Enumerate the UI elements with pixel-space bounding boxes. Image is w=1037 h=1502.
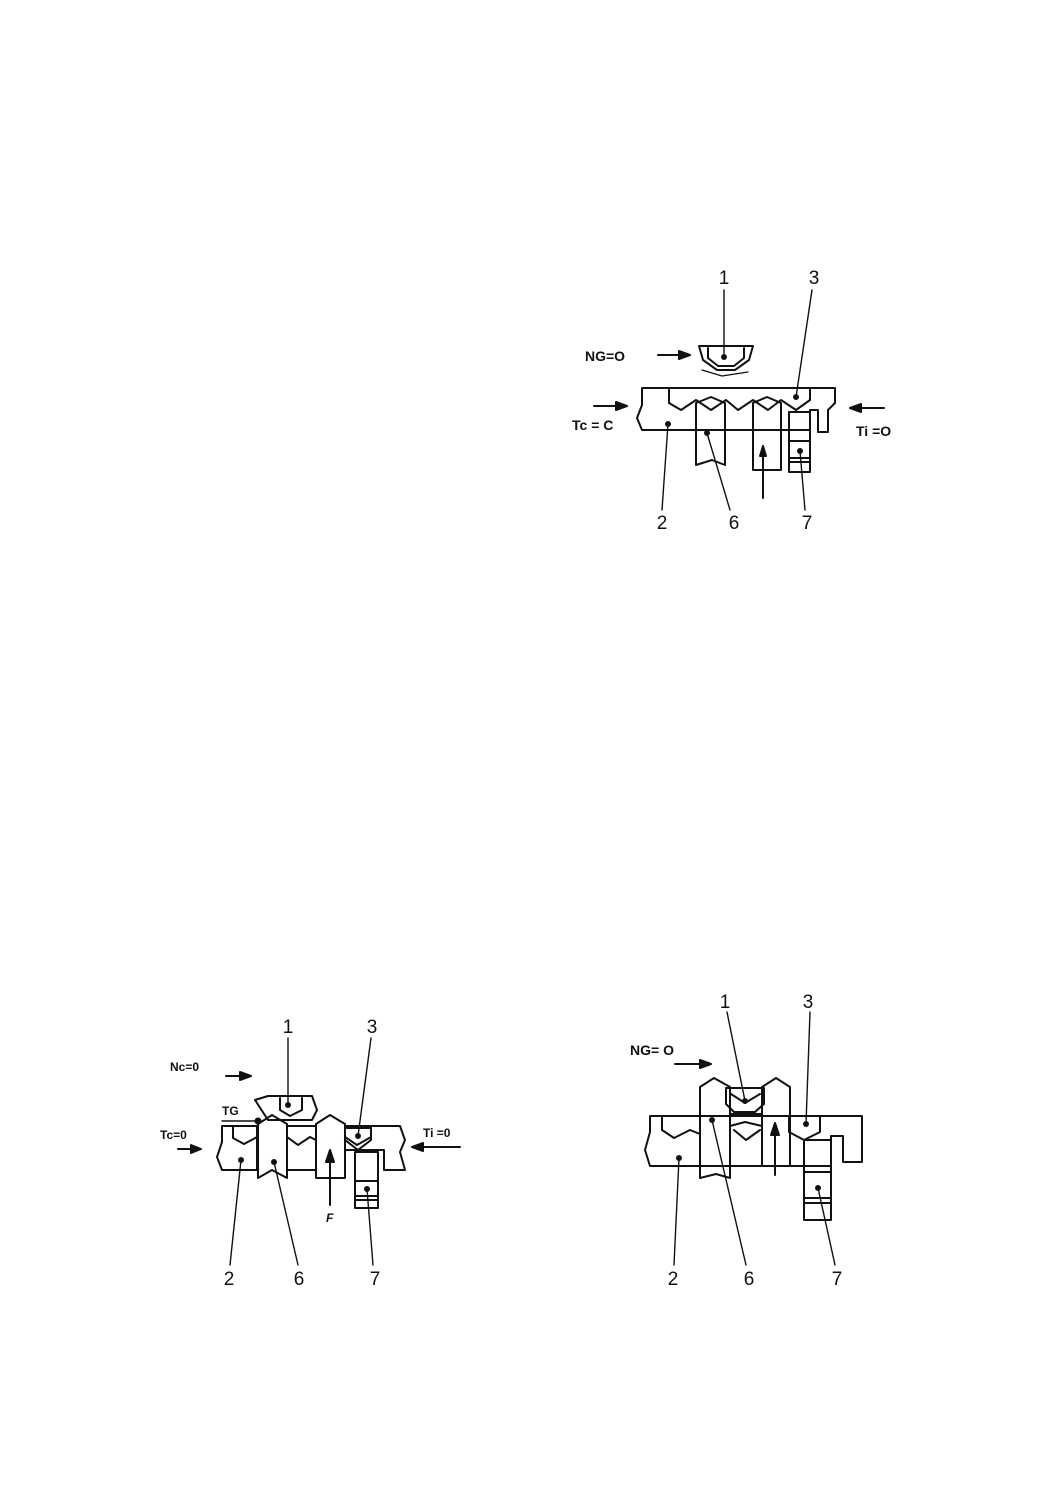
leader-2 <box>230 1160 241 1265</box>
part-number-3: 3 <box>367 1017 378 1038</box>
part-number-6: 6 <box>744 1269 755 1290</box>
figure-bottom-left: 1 3 2 6 7 Nc=0 TG Tc=0 Ti =0 F <box>160 1017 460 1290</box>
rack-body-mid <box>287 1126 316 1170</box>
rack-body <box>217 1126 257 1170</box>
ti-arrow-head <box>850 404 861 412</box>
label-nc: Nc=0 <box>170 1060 199 1074</box>
part-number-3: 3 <box>809 268 820 289</box>
label-ng: NG=O <box>585 348 625 364</box>
part-number-1: 1 <box>720 992 731 1013</box>
leader-7 <box>818 1188 835 1265</box>
leader-2 <box>674 1158 679 1265</box>
part-number-1: 1 <box>719 268 730 289</box>
part-number-1: 1 <box>283 1017 294 1038</box>
slider-6 <box>258 1115 287 1178</box>
figure-bottom-right: 1 3 2 6 7 NG= O <box>630 992 862 1290</box>
part-number-3: 3 <box>803 992 814 1013</box>
figure-top: 1 3 2 6 7 NG=O Tc = C Ti =O <box>572 268 891 534</box>
label-tc: Tc=0 <box>160 1128 187 1142</box>
leader-6 <box>707 433 730 510</box>
force-arrow-head <box>760 446 766 456</box>
tg-dot <box>256 1119 261 1124</box>
part-number-2: 2 <box>224 1269 235 1290</box>
tc-arrow-head <box>191 1145 201 1153</box>
label-f: F <box>326 1211 334 1225</box>
tc-arrow-head <box>616 402 627 410</box>
label-tc: Tc = C <box>572 417 613 433</box>
label-tg: TG <box>222 1104 239 1118</box>
block-7 <box>804 1140 831 1220</box>
ti-arrow-head <box>412 1143 423 1151</box>
leader-3 <box>806 1012 810 1124</box>
force-arrow-head <box>326 1150 334 1162</box>
label-ti: Ti =0 <box>423 1126 451 1140</box>
part-number-6: 6 <box>729 513 740 534</box>
part-number-7: 7 <box>802 513 813 534</box>
tumbler-1-inner <box>280 1098 302 1116</box>
part-number-2: 2 <box>657 513 668 534</box>
tumbler-1 <box>255 1096 317 1120</box>
leader-7 <box>800 451 805 510</box>
part-number-7: 7 <box>370 1269 381 1290</box>
lower-teeth <box>730 1122 762 1126</box>
part-number-6: 6 <box>294 1269 305 1290</box>
label-ti: Ti =O <box>856 423 891 439</box>
leader-3 <box>796 290 812 397</box>
rack-teeth <box>669 388 810 410</box>
rack-teeth <box>662 1116 820 1140</box>
ng-arrow-head <box>679 351 690 359</box>
leader-3 <box>358 1038 371 1136</box>
leader-2 <box>662 424 668 510</box>
slider-middle <box>753 397 781 470</box>
label-ng: NG= O <box>630 1042 674 1058</box>
ng-arrow-head <box>700 1060 711 1068</box>
force-arrow-head <box>771 1123 779 1135</box>
nc-arrow-head <box>240 1072 251 1080</box>
part-number-7: 7 <box>832 1269 843 1290</box>
part-number-2: 2 <box>668 1269 679 1290</box>
